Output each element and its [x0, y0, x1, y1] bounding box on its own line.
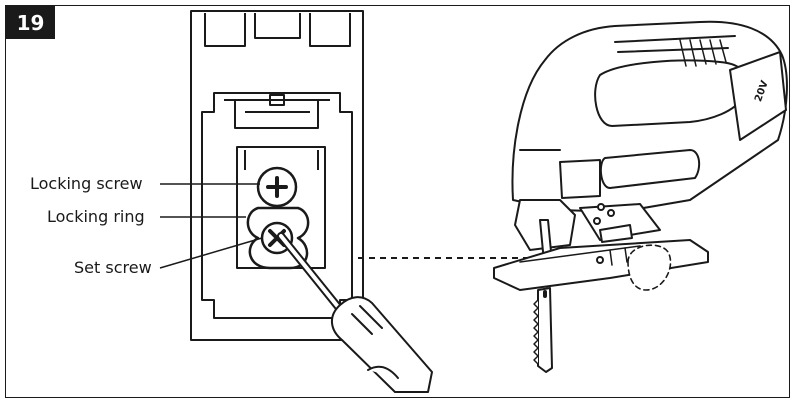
- screwdriver: [277, 232, 433, 393]
- callout-leaders: [159, 183, 263, 269]
- jigsaw: 20V: [493, 20, 788, 373]
- set-screw-label: Set screw: [74, 258, 152, 277]
- figure-frame: 19: [5, 5, 790, 398]
- locking-screw-label: Locking screw: [30, 174, 143, 193]
- step-number-badge: 19: [6, 6, 55, 39]
- guide-shoe-detail: [190, 10, 364, 341]
- set-screw-leader: [159, 237, 263, 269]
- locking-ring-label: Locking ring: [47, 207, 145, 226]
